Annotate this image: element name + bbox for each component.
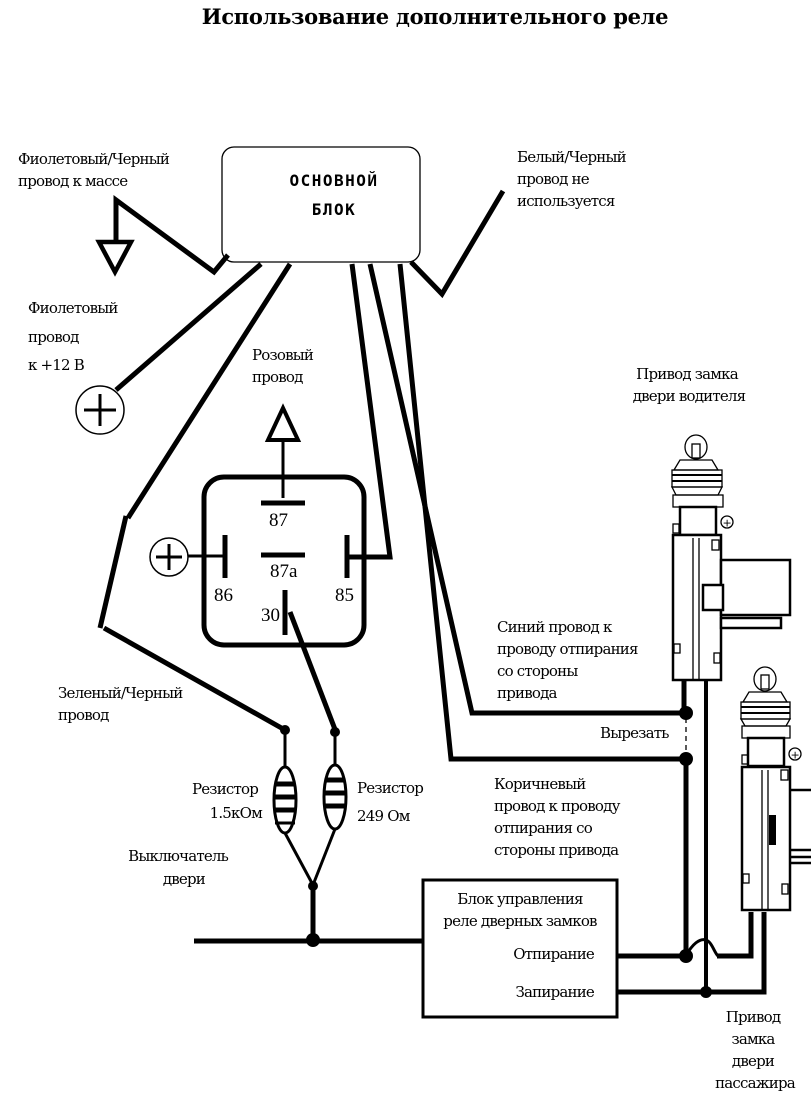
label-door-switch: Выключатель двери: [128, 847, 232, 888]
pin-30-label: 30: [261, 605, 280, 626]
label-violet-black: Фиолетовый/Черный провод к массе: [18, 150, 173, 190]
relay: 87 87a 86 85 30: [201, 474, 367, 648]
door-lock-control-unit: Блок управления реле дверных замков Отпи…: [421, 878, 619, 1019]
diagram-title: Использование дополнительного реле: [202, 4, 668, 29]
door-lock-unit-title-1: Блок управления: [457, 890, 583, 908]
label-brown: Коричневый провод к проводу отпирания со…: [494, 775, 624, 859]
label-passenger-actuator: Привод замка двери пассажира: [715, 1008, 796, 1092]
label-violet: Фиолетовый провод к +12 В: [28, 299, 122, 374]
lock-terminal-label: Запирание: [515, 983, 594, 1001]
white-black-wire: [409, 189, 506, 299]
green-black-wire-2: [97, 515, 129, 629]
green-black-wire-1: [125, 262, 293, 520]
door-lock-unit-title-2: реле дверных замков: [443, 912, 597, 930]
label-driver-actuator: Привод замка двери водителя: [633, 365, 746, 405]
lock-wire: [617, 912, 767, 995]
main-unit: ОСНОВНОЙ БЛОК: [221, 146, 421, 263]
ground-icon: [95, 239, 135, 277]
resistor-249: [311, 727, 348, 886]
green-black-wire-3: [102, 625, 287, 733]
label-green-black: Зеленый/Черный провод: [58, 684, 186, 724]
pin-87a-label: 87a: [270, 561, 298, 582]
passenger-door-actuator: +: [739, 666, 811, 912]
pin-85-wire: [347, 263, 393, 560]
pin-85-label: 85: [335, 585, 354, 606]
driver-door-actuator: +: [670, 434, 792, 682]
pin-30-wire: [287, 611, 339, 733]
violet-black-ground-wire: [95, 195, 230, 277]
label-resistor-1: Резистор 1.5кОм: [192, 780, 263, 822]
output-arrow-icon: [264, 403, 302, 442]
svg-text:+: +: [791, 749, 800, 762]
blue-wire: [367, 263, 686, 716]
label-cut: Вырезать: [600, 724, 669, 742]
label-white-black: Белый/Черный провод не используется: [517, 148, 630, 210]
main-unit-label-1: ОСНОВНОЙ: [289, 171, 378, 190]
label-pink: Розовый провод: [252, 346, 317, 386]
brown-wire: [397, 263, 686, 762]
violet-12v-wire: [114, 262, 263, 392]
plus-12v-icon: [75, 385, 125, 435]
svg-text:+: +: [723, 517, 732, 530]
pin-86-label: 86: [214, 585, 233, 606]
resistor-1-5k: [272, 725, 315, 886]
pin-87-label: 87: [269, 510, 288, 531]
plus-86-icon: [149, 537, 189, 577]
unlock-terminal-label: Отпирание: [513, 945, 595, 963]
unlock-wire-b: [717, 912, 754, 959]
pink-wire-output: [264, 403, 302, 498]
main-unit-label-2: БЛОК: [312, 200, 357, 219]
label-resistor-2: Резистор 249 Ом: [357, 779, 427, 825]
label-blue: Синий провод к проводу отпирания со стор…: [497, 618, 642, 702]
